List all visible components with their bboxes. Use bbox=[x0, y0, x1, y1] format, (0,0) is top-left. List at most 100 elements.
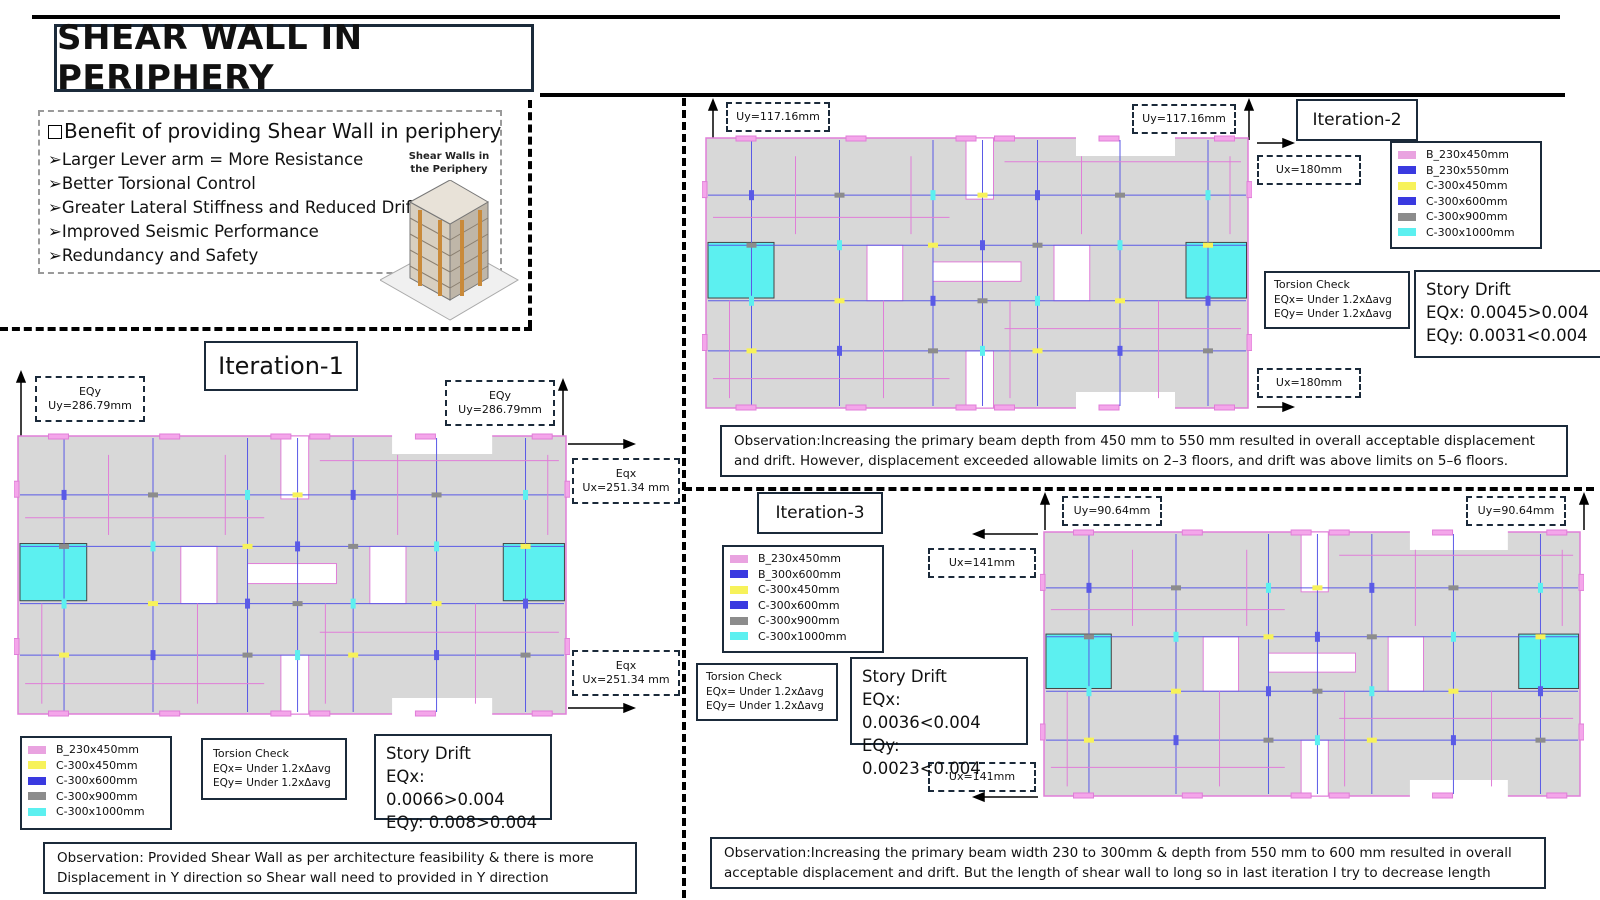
column bbox=[61, 598, 67, 609]
legend-swatch bbox=[730, 554, 748, 563]
column bbox=[1205, 190, 1211, 201]
column bbox=[350, 489, 356, 500]
shear-wall bbox=[564, 638, 570, 655]
iteration2-ux-bottom-box: Ux=180mm bbox=[1257, 368, 1361, 398]
column bbox=[1366, 634, 1377, 640]
shear-wall bbox=[1432, 529, 1454, 536]
shear-wall bbox=[1040, 723, 1046, 741]
iteration2-uy-left-box: Uy=117.16mm bbox=[726, 102, 830, 132]
column bbox=[350, 598, 356, 609]
open-shaft bbox=[1300, 531, 1329, 593]
column bbox=[1115, 192, 1125, 198]
header-rule bbox=[540, 93, 1565, 97]
legend-swatch bbox=[730, 632, 748, 641]
iteration2-legend: B_230x450mm B_230x550mm C-300x450mm C-30… bbox=[1390, 141, 1542, 249]
column bbox=[1366, 737, 1377, 743]
column bbox=[150, 541, 156, 552]
shear-wall bbox=[1214, 135, 1235, 142]
shear-wall bbox=[1181, 792, 1203, 799]
legend-swatch bbox=[28, 792, 46, 801]
open-shaft bbox=[1053, 244, 1091, 302]
iteration3-story-drift: Story Drift EQx: 0.0036<0.004 EQy: 0.002… bbox=[850, 657, 1028, 778]
legend-item: C-300x600mm bbox=[1398, 194, 1534, 210]
shear-wall bbox=[414, 433, 436, 440]
column bbox=[928, 242, 938, 248]
column bbox=[431, 492, 442, 498]
iteration3-uy-left-box: Uy=90.64mm bbox=[1062, 496, 1162, 526]
building-illustration bbox=[380, 180, 520, 321]
legend-item: C-300x450mm bbox=[28, 758, 164, 774]
column bbox=[980, 240, 985, 251]
legend-item: C-300x450mm bbox=[1398, 178, 1534, 194]
benefit-heading: Benefit of providing Shear Wall in perip… bbox=[48, 119, 501, 143]
legend-item: C-300x450mm bbox=[730, 582, 876, 598]
legend-swatch bbox=[1398, 228, 1416, 237]
column bbox=[245, 489, 251, 500]
shear-wall bbox=[159, 433, 181, 440]
iteration1-label: Iteration-1 bbox=[204, 341, 358, 391]
column bbox=[1263, 737, 1274, 743]
shear-wall bbox=[564, 480, 570, 498]
column bbox=[834, 192, 845, 198]
legend-swatch bbox=[730, 585, 748, 594]
legend-item: C-300x1000mm bbox=[28, 804, 164, 820]
legend-item: B_230x450mm bbox=[730, 551, 876, 567]
iteration1-observation: Observation: Provided Shear Wall as per … bbox=[43, 842, 637, 894]
shear-wall bbox=[1098, 135, 1120, 142]
shear-wall bbox=[414, 710, 436, 717]
iteration3-ux-top-box: Ux=141mm bbox=[928, 548, 1036, 578]
arrow-bullet-icon: ➢ bbox=[48, 174, 62, 193]
shear-wall bbox=[845, 135, 867, 142]
column bbox=[292, 492, 303, 498]
legend-item: C-300x900mm bbox=[28, 789, 164, 805]
column bbox=[1369, 582, 1375, 593]
column bbox=[523, 598, 529, 609]
shear-wall-core bbox=[1185, 241, 1247, 299]
legend-swatch bbox=[1398, 150, 1416, 159]
legend-item: B_230x450mm bbox=[28, 742, 164, 758]
column bbox=[1032, 242, 1043, 248]
benefit-list: ➢Larger Lever arm = More Resistance ➢Bet… bbox=[48, 150, 418, 270]
shear-wall bbox=[47, 710, 69, 717]
shear-wall bbox=[702, 334, 708, 351]
column bbox=[520, 652, 531, 658]
page-title: SHEAR WALL IN PERIPHERY bbox=[54, 18, 534, 98]
column bbox=[837, 240, 842, 251]
legend-swatch bbox=[1398, 181, 1416, 190]
iteration2-observation: Observation:Increasing the primary beam … bbox=[720, 425, 1568, 477]
legend-swatch bbox=[730, 616, 748, 625]
shear-wall-core bbox=[502, 543, 565, 602]
iteration1-torsion-check: Torsion Check EQx= Under 1.2xΔavg EQy= U… bbox=[201, 738, 347, 800]
column bbox=[930, 190, 936, 201]
column bbox=[1314, 735, 1320, 746]
shear-wall bbox=[309, 433, 331, 440]
legend-item: B_230x450mm bbox=[1398, 147, 1534, 163]
iteration3-ux-bottom-box: Ux=141mm bbox=[928, 762, 1036, 792]
open-shaft bbox=[180, 545, 218, 605]
column bbox=[59, 652, 70, 658]
column bbox=[1535, 737, 1546, 743]
column bbox=[1265, 582, 1271, 593]
column bbox=[1537, 686, 1543, 697]
iteration3-arrows bbox=[971, 491, 1590, 803]
iteration3-legend: B_230x450mm B_300x600mm C-300x450mm C-30… bbox=[722, 545, 884, 653]
legend-swatch bbox=[28, 745, 46, 754]
shear-wall bbox=[1546, 529, 1568, 536]
column bbox=[749, 190, 754, 201]
column bbox=[746, 348, 757, 354]
column bbox=[242, 652, 253, 658]
column bbox=[523, 489, 529, 500]
column bbox=[295, 650, 301, 661]
iteration3-torsion-check: Torsion Check EQx= Under 1.2xΔavg EQy= U… bbox=[696, 663, 838, 721]
column bbox=[148, 492, 158, 498]
iteration3-uy-right-box: Uy=90.64mm bbox=[1466, 496, 1566, 526]
top-rule bbox=[32, 15, 1560, 19]
column bbox=[1035, 190, 1040, 201]
shear-wall bbox=[531, 710, 553, 717]
shear-wall bbox=[1578, 573, 1584, 591]
open-shaft bbox=[280, 435, 310, 500]
shear-wall bbox=[735, 404, 757, 411]
slab-notch bbox=[1409, 780, 1508, 800]
column bbox=[746, 242, 757, 248]
